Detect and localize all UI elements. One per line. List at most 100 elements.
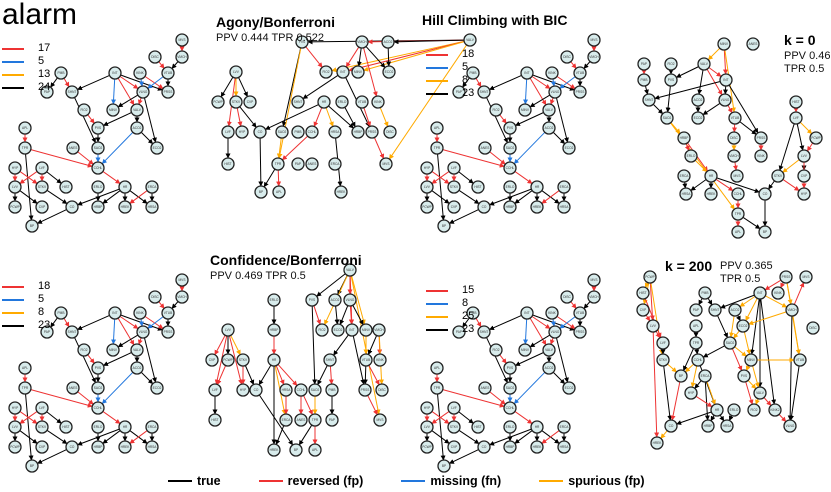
svg-text:FIO2: FIO2	[80, 348, 87, 352]
svg-text:HRSA: HRSA	[560, 205, 570, 209]
edge	[102, 112, 132, 126]
graph-node	[797, 149, 811, 163]
svg-text:PCWP: PCWP	[10, 205, 20, 209]
svg-text:LVV: LVV	[225, 328, 232, 332]
svg-text:MVS: MVS	[383, 162, 390, 166]
edge	[339, 305, 349, 325]
graph-node	[249, 383, 263, 397]
graph-node	[503, 420, 517, 434]
edge	[458, 171, 474, 184]
edge	[277, 364, 298, 386]
edge	[298, 424, 313, 446]
edge	[74, 337, 96, 384]
graph-node	[208, 413, 222, 427]
svg-text:CCHL: CCHL	[694, 358, 703, 362]
edge	[147, 76, 164, 89]
graph-node	[35, 200, 49, 214]
svg-text:CCHL: CCHL	[94, 166, 103, 170]
svg-text:TPR: TPR	[693, 341, 700, 345]
svg-text:SAO2: SAO2	[663, 116, 672, 120]
svg-text:ERLO: ERLO	[687, 154, 696, 158]
edge	[729, 315, 735, 338]
edge	[77, 391, 94, 405]
svg-text:CVP: CVP	[39, 205, 46, 209]
edge	[778, 123, 795, 171]
graph-node	[542, 343, 556, 357]
graph-node	[562, 381, 576, 395]
svg-text:HRBP: HRBP	[354, 130, 363, 134]
edge	[749, 298, 760, 355]
svg-text:CCHL: CCHL	[734, 192, 743, 196]
edge	[731, 348, 743, 371]
graph-node	[291, 125, 305, 139]
graph-node	[471, 420, 485, 434]
edge	[19, 411, 38, 424]
graph-node	[783, 419, 797, 433]
graph-node	[728, 303, 742, 317]
edge	[437, 153, 446, 221]
graph-node	[328, 157, 342, 171]
svg-text:PAP: PAP	[295, 162, 301, 166]
svg-text:FIO2: FIO2	[750, 408, 757, 412]
edge	[715, 178, 734, 192]
svg-text:LVF: LVF	[39, 166, 45, 170]
graph-node	[253, 125, 267, 139]
svg-text:HYP: HYP	[424, 406, 431, 410]
graph-node	[530, 180, 544, 194]
graph-node	[557, 420, 571, 434]
graph-node	[727, 403, 741, 417]
graph-node	[18, 381, 32, 395]
edge	[431, 411, 450, 424]
graph-node	[145, 440, 159, 454]
edge	[363, 47, 378, 97]
edge	[214, 335, 226, 356]
svg-text:TPR: TPR	[275, 162, 282, 166]
edge	[514, 171, 533, 184]
svg-text:HIST: HIST	[62, 425, 69, 429]
graph-node	[727, 149, 741, 163]
edge	[36, 209, 67, 224]
svg-text:DISC: DISC	[563, 55, 571, 59]
panel-title: k = 200	[665, 258, 713, 274]
svg-text:VTUB: VTUB	[576, 311, 585, 315]
edge	[660, 430, 668, 439]
graph-node	[133, 306, 147, 320]
svg-text:BP: BP	[259, 190, 263, 194]
edge	[745, 365, 751, 371]
edge	[63, 317, 70, 328]
svg-text:HIST: HIST	[224, 162, 231, 166]
graph-node	[161, 306, 175, 320]
legend-item-true: true	[168, 474, 221, 488]
svg-text:HRBP: HRBP	[704, 424, 713, 428]
graph-node	[677, 169, 691, 183]
svg-text:KINK: KINK	[136, 311, 144, 315]
svg-text:ERLO: ERLO	[506, 425, 515, 429]
svg-text:PRSS: PRSS	[368, 130, 377, 134]
graph-node	[229, 65, 243, 79]
svg-text:LVF: LVF	[451, 166, 457, 170]
edge	[644, 298, 662, 338]
graph-node	[291, 95, 305, 109]
graph-node	[175, 50, 189, 64]
edge	[742, 216, 761, 230]
edge	[706, 68, 723, 96]
svg-text:VALV: VALV	[545, 108, 554, 112]
edge	[442, 389, 505, 408]
graph-node	[548, 325, 562, 339]
graph-node	[317, 95, 331, 109]
graph-node	[573, 85, 587, 99]
graph-node	[664, 73, 678, 87]
graph-node	[275, 125, 289, 139]
graph-node	[305, 157, 319, 171]
edge	[46, 411, 62, 424]
graph-node	[471, 180, 485, 194]
graph-node	[637, 73, 651, 87]
edge	[275, 425, 285, 445]
graph-node	[530, 420, 544, 434]
graph-node	[221, 125, 235, 139]
svg-text:HREK: HREK	[533, 205, 543, 209]
svg-text:CVP: CVP	[209, 358, 216, 362]
svg-text:DISC: DISC	[386, 130, 394, 134]
graph-node	[753, 286, 767, 300]
edge	[138, 318, 144, 327]
